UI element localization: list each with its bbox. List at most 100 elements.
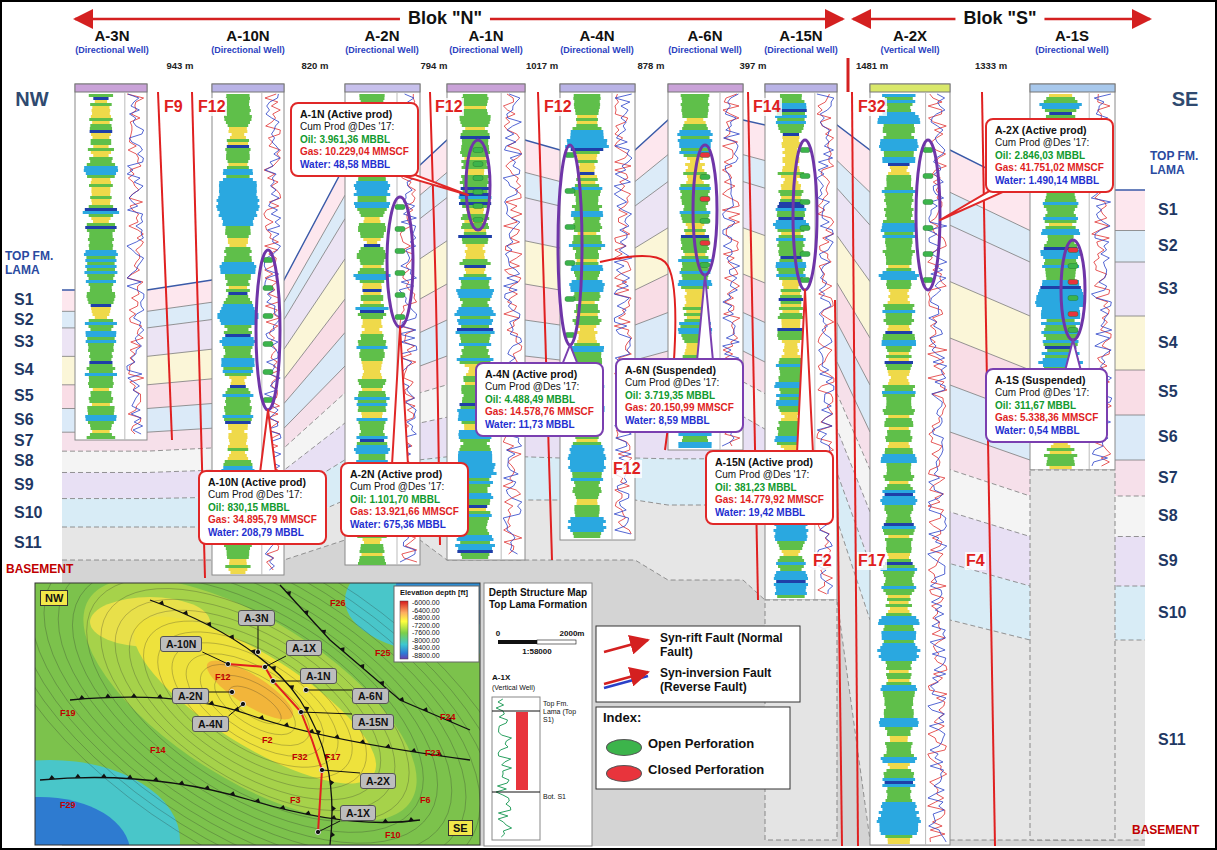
zone-label: S3 [1158, 280, 1178, 298]
zone-label: S1 [1158, 201, 1178, 219]
map-well-box: A-1X [286, 640, 322, 656]
map-fault-label: F29 [60, 800, 76, 810]
log-note: Top Fm. Lama (Top S1) [543, 700, 587, 724]
callout-box: A-10N (Active prod)Cum Prod @Des '17:Oil… [198, 470, 327, 545]
basement-label: BASEMENT [1132, 824, 1199, 838]
callout-line: Oil: 3.961,36 MBBL [300, 134, 409, 147]
callout-line: Cum Prod @Des '17: [715, 469, 824, 482]
well-spacing: 1017 m [526, 61, 558, 72]
map-well-box: A-4N [192, 716, 229, 732]
callout-line: Cum Prod @Des '17: [625, 377, 734, 390]
block-name: Blok "S" [955, 8, 1044, 29]
well-type: (Vertical Well) [881, 45, 940, 55]
map-title: Depth Structure Map Top Lama Formation [486, 587, 590, 610]
zone-label: S2 [14, 311, 34, 329]
well-type: (Directional Well) [211, 45, 284, 55]
well-spacing: 794 m [421, 61, 448, 72]
legend-text: Syn-inversion Fault (Reverse Fault) [660, 667, 796, 695]
map-fault-label: F2 [262, 735, 273, 745]
fault-label: F12 [434, 98, 464, 116]
well-type: (Directional Well) [764, 45, 837, 55]
zone-label: S8 [1158, 507, 1178, 525]
log-note: (Vertical Well) [492, 684, 535, 692]
well-name: A-4N [579, 27, 614, 44]
fault-label: F17 [857, 552, 887, 570]
map-well-box: A-3N [238, 610, 275, 626]
callout-line: Water: 208,79 MBBL [208, 527, 317, 540]
fault-label: F12 [197, 98, 227, 116]
well-name: A-1S [1055, 27, 1089, 44]
map-fault-label: F6 [420, 795, 431, 805]
map-fault-label: F14 [150, 745, 166, 755]
zone-label: S10 [14, 504, 42, 522]
callout-pointer [697, 275, 713, 361]
callout-line: Oil: 1.101,70 MBBL [350, 494, 459, 507]
scale-label: 2000m [560, 629, 585, 638]
zone-label: S3 [14, 333, 34, 351]
colorbar-title: Elevation depth [ft] [400, 589, 468, 598]
well-leader [265, 656, 286, 667]
well-name: A-2X [893, 27, 927, 44]
colorbar-value: -6400.00 [412, 607, 440, 615]
well-leader [258, 626, 259, 652]
colorbar-value: -6800.00 [412, 614, 440, 622]
map-well-box: A-10N [160, 636, 202, 652]
box-label: A-3N [244, 612, 269, 624]
fault-label: F12 [543, 98, 573, 116]
well-spacing: 878 m [638, 61, 665, 72]
callout-heading: A-2N (Active prod) [350, 468, 459, 481]
formation-top: TOP FM. LAMA [1150, 150, 1208, 178]
well-type: (Directional Well) [1035, 45, 1108, 55]
well-leader [209, 692, 232, 693]
colorbar-value: -8800.00 [412, 652, 440, 660]
structure-map [35, 583, 480, 845]
zone-label: S4 [1158, 334, 1178, 352]
callout-line: Water: 48,58 MBBL [300, 159, 409, 172]
box-label: A-4N [198, 718, 223, 730]
well-leader [322, 770, 360, 773]
callout-pointer [1065, 340, 1081, 371]
well-name: A-3N [94, 27, 129, 44]
callout-line: Gas: 5.338,36 MMSCF [995, 412, 1098, 425]
box-label: A-1X [292, 642, 316, 654]
well-spacing: 943 m [167, 61, 194, 72]
zone-label: S6 [14, 411, 34, 429]
formation-top: TOP FM. LAMA [5, 250, 63, 278]
callout-box: A-2X (Active prod)Cum Prod @Des '17:Oil:… [985, 118, 1114, 193]
box-label: A-6N [358, 690, 383, 702]
legend-text: Closed Perforation [648, 763, 764, 778]
well-leader [273, 681, 300, 682]
callout-line: Oil: 381,23 MBBL [715, 482, 824, 495]
map-well-box: A-1N [300, 668, 337, 684]
callout-box: A-6N (Suspended)Cum Prod @Des '17:Oil: 3… [615, 358, 744, 433]
map-fault-label: F19 [60, 708, 76, 718]
map-fault-label: F17 [325, 752, 341, 762]
zone-label: S6 [1158, 428, 1178, 446]
well-spacing: 820 m [302, 61, 329, 72]
well-type: (Directional Well) [75, 45, 148, 55]
well-name: A-6N [687, 27, 722, 44]
zone-label: S9 [14, 476, 34, 494]
map-fault-label: F24 [440, 712, 456, 722]
box-label: A-1X [346, 807, 370, 819]
fault-label: F12 [612, 460, 642, 478]
zone-label: S8 [14, 452, 34, 470]
zone-label: S10 [1158, 604, 1186, 622]
callout-box: A-15N (Active prod)Cum Prod @Des '17:Oil… [705, 450, 834, 525]
map-fault-label: F12 [215, 672, 231, 682]
map-well-box: A-2X [360, 773, 396, 789]
zone-label: S2 [1158, 237, 1178, 255]
callout-line: Gas: 41.751,02 MMSCF [995, 162, 1104, 175]
callout-line: Water: 19,42 MBBL [715, 507, 824, 520]
callout-line: Cum Prod @Des '17: [995, 387, 1098, 400]
box-label: A-1N [306, 670, 331, 682]
callout-box: A-1N (Active prod)Cum Prod @Des '17:Oil:… [290, 102, 419, 177]
orientation-label: NW [15, 88, 48, 111]
log-note: Bot. S1 [543, 793, 566, 801]
fault-label: F32 [857, 98, 887, 116]
compass-box: NW [40, 590, 68, 606]
fault-label: F4 [965, 552, 986, 570]
callout-heading: A-15N (Active prod) [715, 456, 824, 469]
zone-label: S7 [1158, 469, 1178, 487]
scale-label: A-1X [492, 673, 510, 682]
